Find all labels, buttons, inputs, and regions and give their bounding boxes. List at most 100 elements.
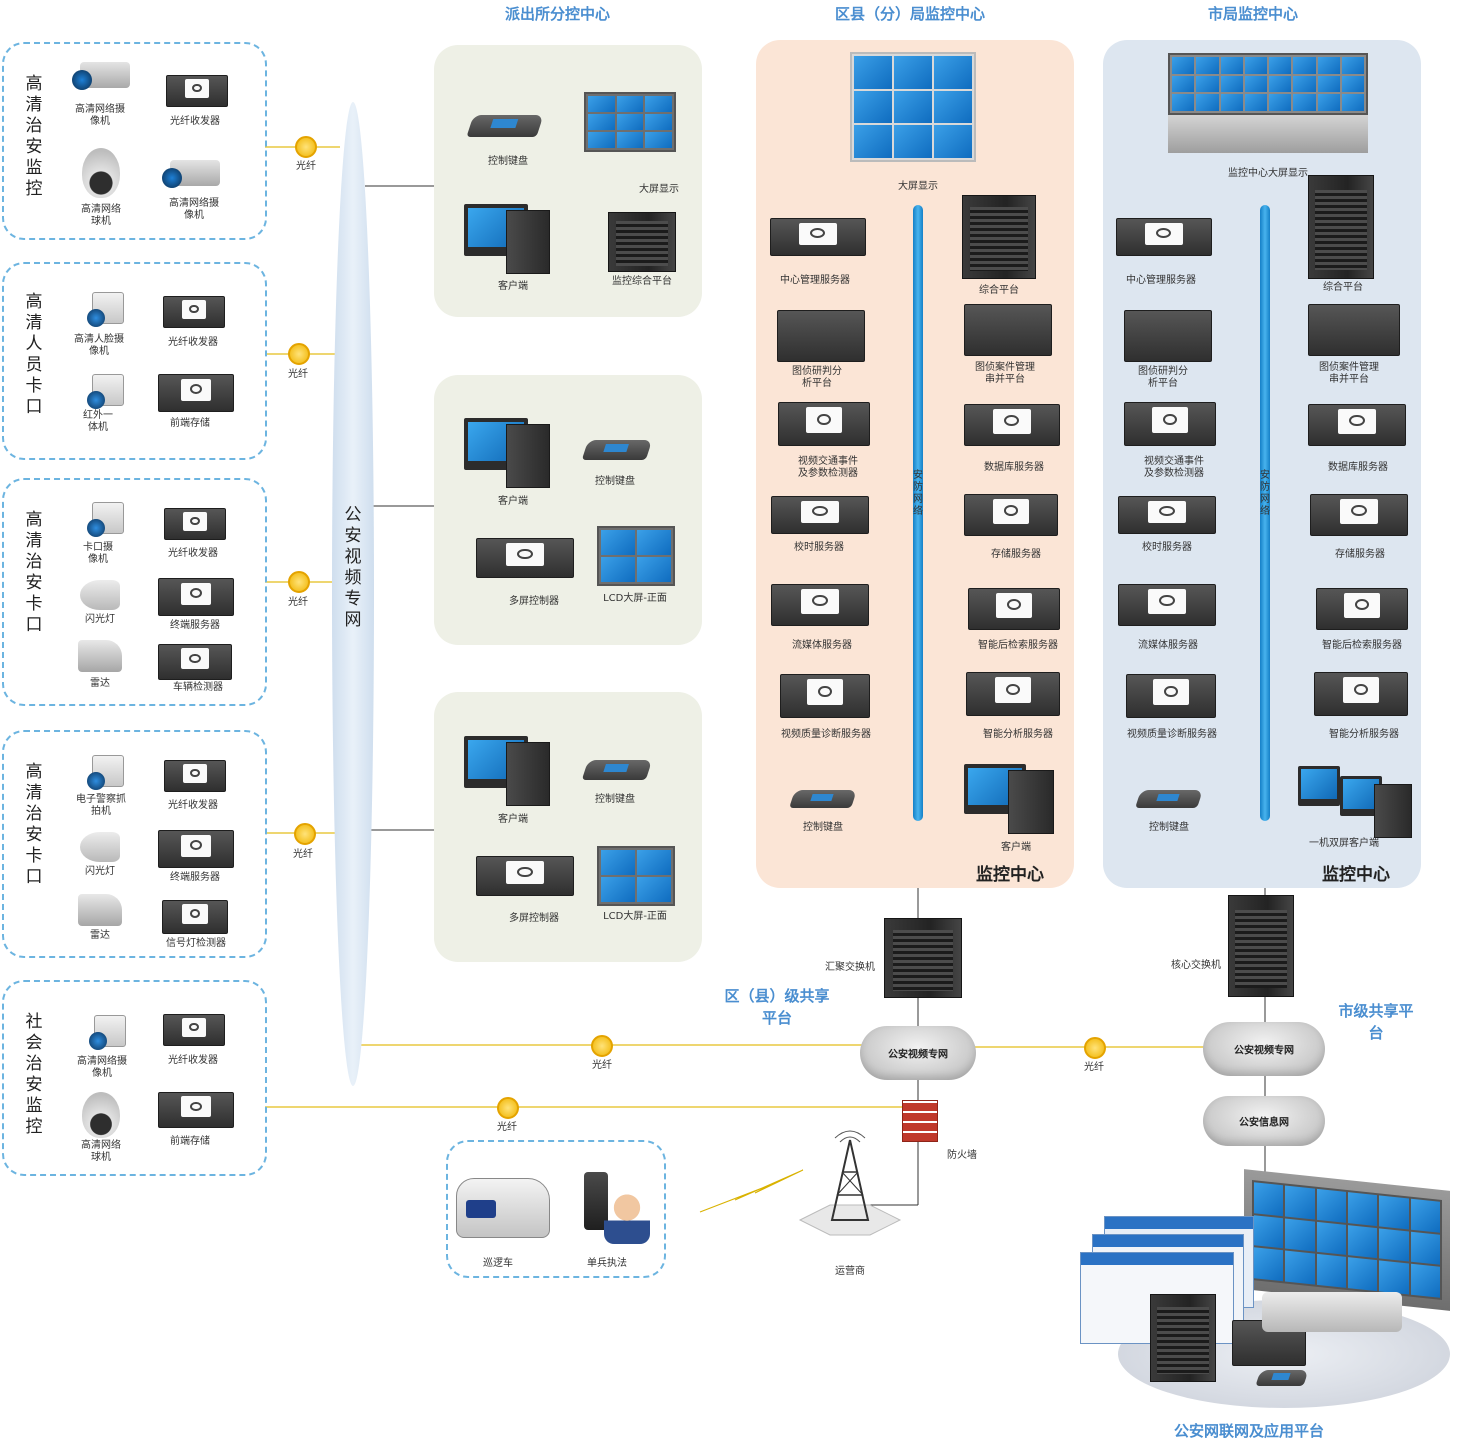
fiber-connector-icon [288, 571, 310, 593]
control-keyboard-icon [1135, 790, 1203, 808]
city-right-device-icon [1316, 588, 1408, 630]
group-hd-person-checkpoint [2, 262, 267, 460]
lcd-wall-icon [597, 846, 675, 906]
device-label: 雷达 [90, 678, 110, 689]
device-label: 客户端 [498, 496, 528, 507]
city-bus [1260, 205, 1270, 821]
group-hd-security-checkpoint-1 [2, 478, 267, 706]
front-storage-icon [158, 1092, 234, 1128]
info-network-cloud: 公安信息网 [1203, 1096, 1325, 1146]
firewall-icon [902, 1100, 938, 1142]
fiber-connector-icon [288, 343, 310, 365]
device-label: 图侦案件管理串并平台 [975, 362, 1035, 385]
device-label: 控制键盘 [488, 156, 528, 167]
aggregation-switch-icon [884, 918, 962, 998]
device-label: 数据库服务器 [984, 462, 1044, 473]
city-bus-label: 安防网络 [1260, 470, 1270, 517]
device-label: 高清网络球机 [81, 204, 121, 227]
device-label: 电子警察抓拍机 [76, 794, 126, 817]
signal-detector-icon [162, 900, 228, 934]
monitoring-platform-icon [608, 212, 676, 272]
device-label: 高清网络摄像机 [75, 104, 125, 127]
fiber-label: 光纤 [497, 1122, 517, 1133]
device-label: 综合平台 [979, 285, 1019, 296]
core-switch-icon [1228, 895, 1294, 997]
device-label: 车辆检测器 [173, 682, 223, 693]
device-label: 光纤收发器 [170, 116, 220, 127]
face-camera-icon [87, 292, 124, 327]
fiber-transceiver-icon [164, 760, 226, 792]
district-right-device-icon [962, 195, 1036, 279]
dome-camera-icon [82, 1092, 120, 1138]
device-label: 闪光灯 [85, 866, 115, 877]
platform-video-wall-icon [1244, 1169, 1450, 1311]
fiber-connector-icon [591, 1035, 613, 1057]
platform-server-icon [1150, 1294, 1216, 1382]
control-keyboard-icon [466, 115, 544, 137]
vehicle-detector-icon [158, 644, 232, 680]
device-label: 卡口摄像机 [83, 542, 113, 565]
device-label: 图侦案件管理串并平台 [1319, 362, 1379, 385]
city-share-label: 市级共享平台 [1338, 1002, 1414, 1042]
fiber-transceiver-icon [163, 1014, 225, 1046]
device-label: 信号灯检测器 [166, 938, 226, 949]
group-title: 社会治安监控 [25, 1012, 43, 1137]
multi-screen-controller-icon [476, 856, 574, 896]
district-footer: 监控中心 [976, 865, 1044, 885]
radar-icon [78, 640, 122, 672]
cloud-label: 公安视频专网 [888, 1049, 948, 1061]
city-right-device-icon [1310, 494, 1408, 536]
terminal-server-icon [158, 830, 234, 868]
district-left-device-icon [780, 674, 870, 718]
operator-label: 运营商 [835, 1266, 865, 1277]
device-label: 中心管理服务器 [780, 275, 850, 286]
device-label: 光纤收发器 [168, 337, 218, 348]
device-label: 闪光灯 [85, 614, 115, 625]
district-left-device-icon [771, 584, 869, 626]
patrol-car-label: 巡逻车 [483, 1258, 513, 1269]
device-label: 视频交通事件及参数检测器 [798, 456, 858, 479]
device-label: 多屏控制器 [509, 913, 559, 924]
device-label: 视频质量诊断服务器 [1127, 729, 1217, 740]
device-label: 客户端 [1001, 842, 1031, 853]
network-camera-icon [72, 62, 130, 90]
district-right-device-icon [966, 672, 1060, 716]
device-label: 校时服务器 [1142, 542, 1192, 553]
city-right-device-icon [1308, 175, 1374, 279]
platform-title: 公安网联网及应用平台 [1174, 1422, 1325, 1440]
district-right-device-icon [968, 588, 1060, 630]
front-storage-icon [158, 374, 234, 412]
flash-light-icon [80, 580, 120, 610]
city-left-device-icon [1116, 218, 1212, 256]
patrol-car-stripe [466, 1200, 496, 1218]
district-right-device-icon [964, 404, 1060, 446]
device-label: 前端存储 [170, 1136, 210, 1147]
device-label: 控制键盘 [595, 476, 635, 487]
cloud-label: 公安视频专网 [1234, 1045, 1294, 1057]
city-header: 市局监控中心 [1208, 5, 1299, 23]
fiber-transceiver-icon [164, 508, 226, 540]
device-label: 中心管理服务器 [1126, 275, 1196, 286]
district-right-device-icon [964, 494, 1058, 536]
fiber-connector-icon [294, 823, 316, 845]
fiber-transceiver-icon [166, 75, 228, 107]
device-label: 终端服务器 [170, 620, 220, 631]
device-label: 智能分析服务器 [983, 729, 1053, 740]
device-label: 监控综合平台 [612, 276, 672, 287]
group-title: 高清治安监控 [25, 74, 43, 199]
city-top-label: 监控中心大屏显示 [1228, 168, 1308, 179]
device-label: 多屏控制器 [509, 596, 559, 607]
fiber-connector-icon [295, 136, 317, 158]
device-label: 视频质量诊断服务器 [781, 729, 871, 740]
device-label: 存储服务器 [1335, 549, 1385, 560]
group-title: 高清人员卡口 [25, 292, 43, 417]
cloud-label: 公安信息网 [1239, 1117, 1289, 1129]
device-label: 光纤收发器 [168, 548, 218, 559]
backbone-label: 公安视频专网 [344, 505, 362, 630]
fiber-connector-icon [1084, 1037, 1106, 1059]
radar-icon [78, 894, 122, 926]
device-label: 图侦研判分析平台 [1138, 366, 1188, 389]
district-top-label: 大屏显示 [898, 181, 938, 192]
device-label: 终端服务器 [170, 872, 220, 883]
fiber-label: 光纤 [592, 1060, 612, 1071]
